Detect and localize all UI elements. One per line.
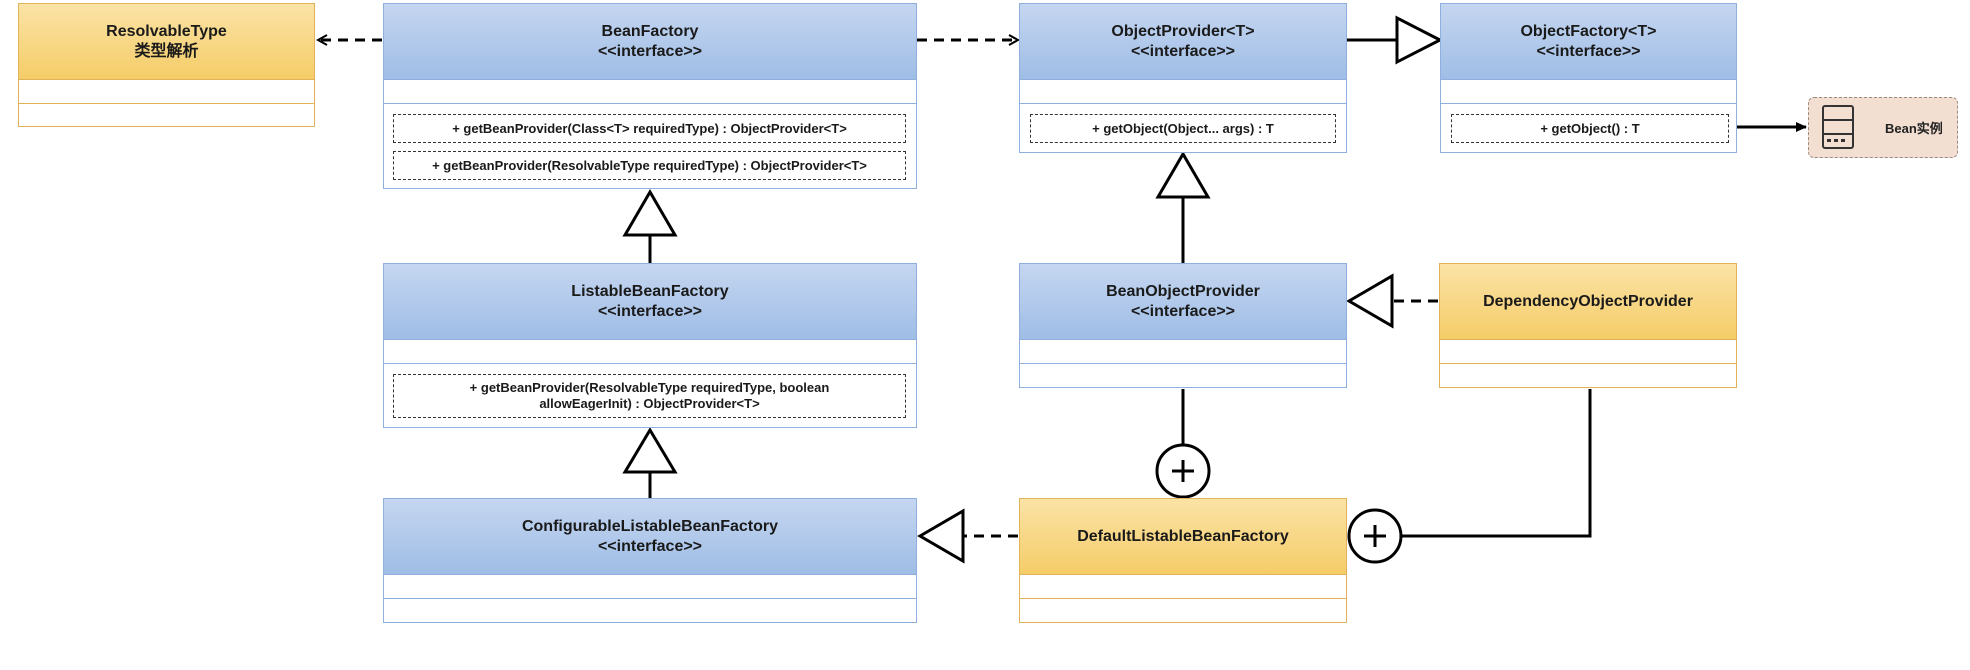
generalization-objectprovider-objectfactory-head xyxy=(1395,15,1444,65)
method-get-bean-provider-eager[interactable]: + getBeanProvider(ResolvableType require… xyxy=(393,374,906,418)
methods-divider xyxy=(384,363,916,364)
class-bean-factory[interactable]: BeanFactory <<interface>> + getBeanProvi… xyxy=(383,3,917,189)
class-stereotype: <<interface>> xyxy=(1536,42,1641,60)
class-name: DependencyObjectProvider xyxy=(1483,292,1693,310)
nesting-dependencyobjectprovider-line xyxy=(1402,389,1592,538)
class-stereotype: <<interface>> xyxy=(1130,42,1236,60)
class-name: ConfigurableListableBeanFactory xyxy=(521,517,779,535)
generalization-configurable-listable-head xyxy=(622,427,678,474)
class-subtitle: 类型解析 xyxy=(134,42,199,60)
attributes-divider xyxy=(384,339,916,340)
attributes-divider xyxy=(19,79,314,80)
attributes-divider xyxy=(1020,574,1346,575)
methods-divider xyxy=(1020,598,1346,599)
attributes-divider xyxy=(384,574,916,575)
server-icon xyxy=(1822,105,1854,149)
class-stereotype: <<interface>> xyxy=(597,302,703,320)
class-object-factory[interactable]: ObjectFactory<T> <<interface>> + getObje… xyxy=(1440,3,1737,153)
methods-divider xyxy=(1440,363,1736,364)
class-name: ResolvableType xyxy=(106,22,227,40)
realization-default-configurable-head xyxy=(917,508,965,564)
realization-dependency-beanobjectprovider-head xyxy=(1346,273,1394,329)
class-name: ListableBeanFactory xyxy=(571,282,729,300)
method-get-object-args[interactable]: + getObject(Object... args) : T xyxy=(1030,114,1336,143)
class-default-listable-bean-factory[interactable]: DefaultListableBeanFactory xyxy=(1019,498,1347,623)
attributes-divider xyxy=(1020,339,1346,340)
methods-divider xyxy=(1441,103,1736,104)
method-get-bean-provider-resolvable[interactable]: + getBeanProvider(ResolvableType require… xyxy=(393,151,906,180)
class-listable-bean-factory[interactable]: ListableBeanFactory <<interface>> + getB… xyxy=(383,263,917,428)
generalization-beanobjectprovider-objectprovider-head xyxy=(1155,151,1211,199)
methods-divider xyxy=(19,103,314,104)
class-name: DefaultListableBeanFactory xyxy=(1077,527,1289,545)
class-name: BeanObjectProvider xyxy=(1106,282,1260,300)
class-name: ObjectFactory<T> xyxy=(1520,22,1657,40)
methods-divider xyxy=(1020,363,1346,364)
attributes-divider xyxy=(1440,339,1736,340)
methods-divider xyxy=(384,103,916,104)
class-stereotype: <<interface>> xyxy=(597,42,703,60)
bean-instance-label: Bean实例 xyxy=(1885,121,1943,136)
methods-divider xyxy=(384,598,916,599)
attributes-divider xyxy=(1020,79,1346,80)
class-name: BeanFactory xyxy=(601,22,699,40)
class-object-provider[interactable]: ObjectProvider<T> <<interface>> + getObj… xyxy=(1019,3,1347,153)
methods-divider xyxy=(1020,103,1346,104)
method-get-bean-provider-class[interactable]: + getBeanProvider(Class<T> requiredType)… xyxy=(393,114,906,143)
attributes-divider xyxy=(384,79,916,80)
method-get-object[interactable]: + getObject() : T xyxy=(1451,114,1729,143)
class-resolvable-type[interactable]: ResolvableType 类型解析 xyxy=(18,3,315,127)
generalization-listable-beanfactory-head xyxy=(622,189,678,237)
class-stereotype: <<interface>> xyxy=(597,537,703,555)
class-configurable-listable-bean-factory[interactable]: ConfigurableListableBeanFactory <<interf… xyxy=(383,498,917,623)
class-name: ObjectProvider<T> xyxy=(1111,22,1255,40)
class-dependency-object-provider[interactable]: DependencyObjectProvider xyxy=(1439,263,1737,388)
class-stereotype: <<interface>> xyxy=(1130,302,1236,320)
class-bean-object-provider[interactable]: BeanObjectProvider <<interface>> xyxy=(1019,263,1347,388)
attributes-divider xyxy=(1441,79,1736,80)
